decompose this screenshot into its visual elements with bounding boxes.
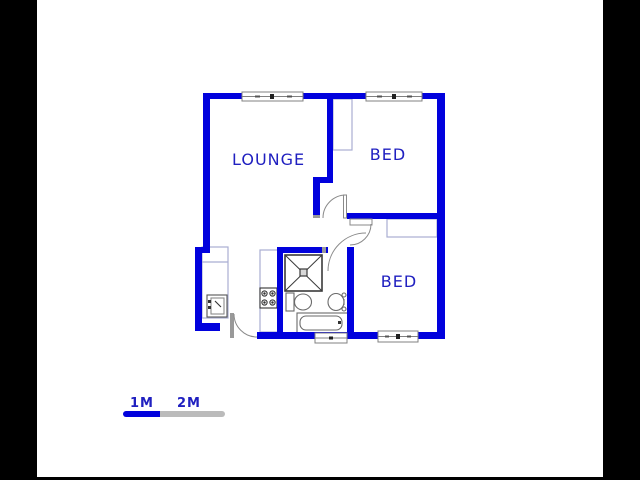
light-fixtures <box>201 98 438 333</box>
closet-icon <box>386 218 438 238</box>
walls <box>195 93 445 339</box>
windows <box>241 91 423 344</box>
doors <box>230 194 373 338</box>
sink-icon <box>206 294 228 318</box>
scale-mark-2m: 2M <box>177 396 201 411</box>
letterbox-right <box>603 0 640 480</box>
door-swing-icon <box>230 313 258 338</box>
bathtub-icon <box>296 312 349 334</box>
shower-icon <box>284 254 323 292</box>
scale-bar-1m-to-2m <box>160 411 225 417</box>
appliances <box>206 254 349 334</box>
window-icon <box>377 330 419 343</box>
scale-bar-0-to-1m <box>123 411 160 417</box>
door-swing-icon <box>349 218 373 246</box>
wall-bed-divider <box>347 213 445 219</box>
window-icon <box>365 91 423 102</box>
door-swing-icon <box>322 232 367 272</box>
letterbox-left <box>0 0 37 480</box>
wall-divider-jog <box>313 177 333 183</box>
letterbox-bottom <box>0 477 640 480</box>
window-icon <box>241 91 304 102</box>
wall-bath-left <box>277 247 283 339</box>
wall-left-lower <box>195 247 202 331</box>
toilet-icon <box>285 292 313 312</box>
room-label-bed-1: BED <box>369 145 407 164</box>
wall-divider-lower <box>313 177 320 218</box>
wall-top <box>203 93 445 99</box>
room-label-lounge: LOUNGE <box>232 150 306 169</box>
room-label-bed-2: BED <box>380 272 418 291</box>
window-icon <box>314 332 348 344</box>
wall-bottom-stub <box>195 323 220 331</box>
wall-left-jog <box>195 247 210 253</box>
basin-icon <box>327 292 347 312</box>
wall-bath-right <box>347 247 354 339</box>
closet-icon <box>332 98 353 151</box>
wall-shower-top <box>277 247 328 253</box>
scale-mark-1m: 1M <box>130 396 154 411</box>
wall-left-upper <box>203 93 210 253</box>
stove-icon <box>259 287 278 309</box>
wall-lounge-bed-divider <box>327 95 333 183</box>
door-swing-icon <box>313 194 347 219</box>
